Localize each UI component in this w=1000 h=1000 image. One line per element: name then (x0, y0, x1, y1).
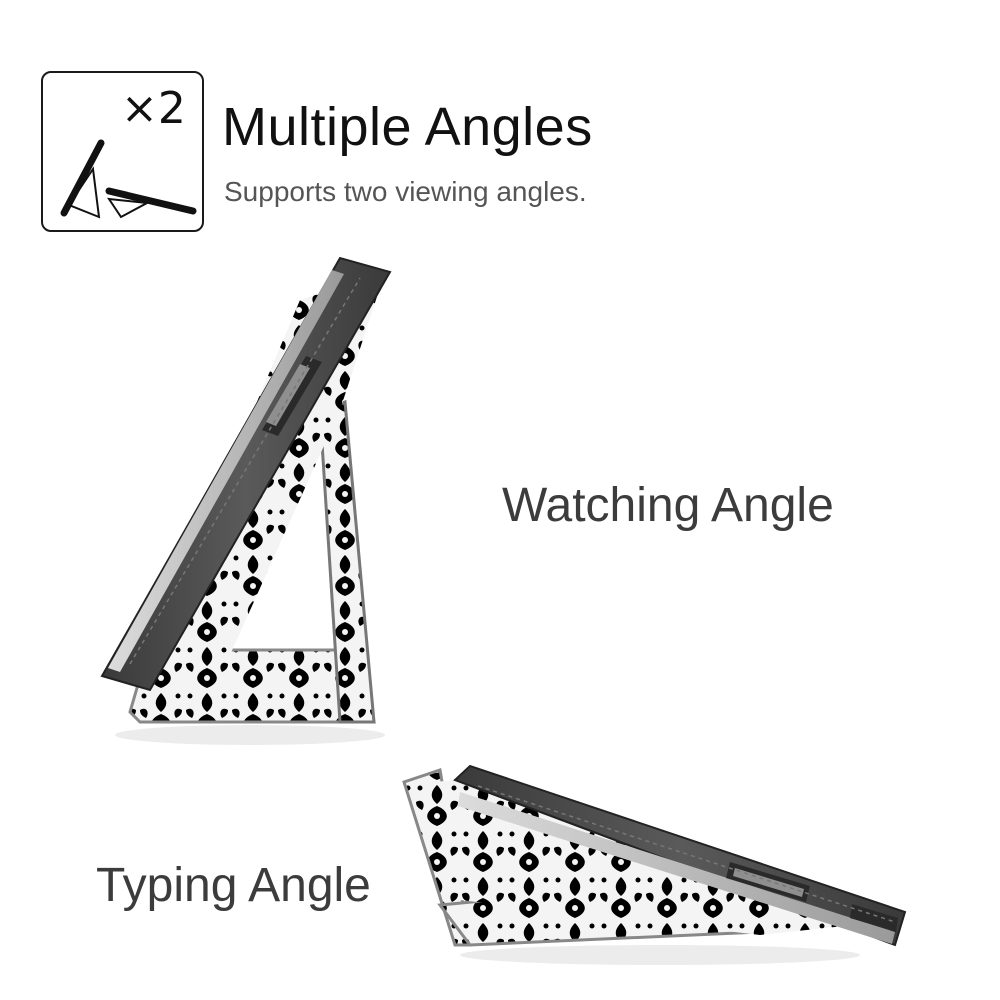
watching-stand (100, 256, 392, 745)
page-subtitle: Supports two viewing angles. (224, 176, 587, 207)
typing-angle-label: Typing Angle (96, 859, 371, 912)
typing-stand (402, 764, 907, 965)
watching-angle-label: Watching Angle (502, 479, 834, 532)
page-title: Multiple Angles (222, 97, 593, 157)
two-angles-icon (60, 139, 197, 219)
angles-badge: ×2 (41, 71, 204, 232)
badge-count: ×2 (121, 83, 186, 134)
